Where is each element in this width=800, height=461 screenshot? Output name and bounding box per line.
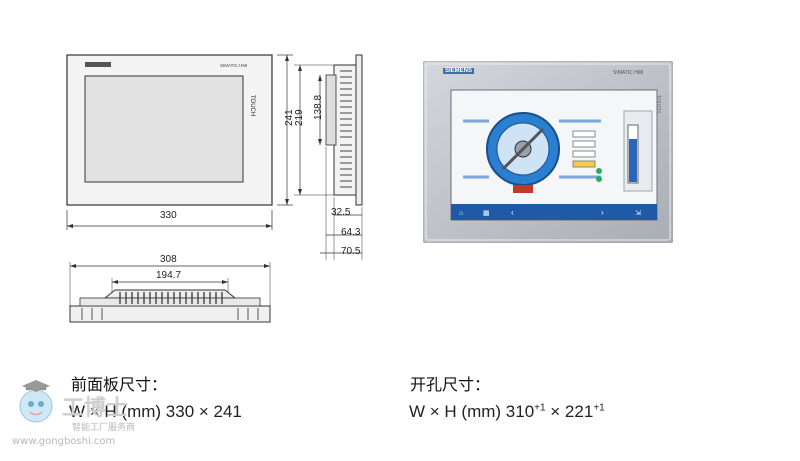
front-touch-label: TOUCH: [249, 95, 255, 116]
front-width-dimension: 330: [160, 210, 177, 221]
svg-text:▦: ▦: [483, 210, 490, 217]
watermark-subtitle: 智能工厂服务商: [72, 423, 136, 433]
front-brand-logo: [85, 62, 111, 67]
cutout-height-tolerance: +1: [593, 402, 605, 414]
photo-side-touch-label: TOUCH: [655, 95, 661, 113]
cutout-formula-times: × 221: [545, 402, 594, 421]
front-display-area: [84, 75, 244, 183]
hmi-product-photo: ⌂ ▦ ‹ › ⇲ SIEMENS SIMATIC HMI TOUCH: [422, 60, 674, 244]
watermark-logo: 工博士 智能工厂服务商 www.gongboshi.com: [12, 380, 152, 450]
cutout-formula-prefix: W × H (mm) 310: [409, 402, 535, 421]
side-height-219: 219: [294, 109, 305, 126]
watermark-mascot-icon: [19, 380, 53, 423]
bottom-view-drawing: [69, 262, 271, 323]
photo-brand-label: SIEMENS: [443, 68, 475, 74]
front-view-drawing: SIMATIC HMI TOUCH: [66, 54, 293, 230]
front-panel-size-title: 前面板尺寸：: [71, 375, 168, 394]
cutout-size-formula: W × H (mm) 310+1 × 221+1: [409, 402, 605, 422]
bottom-width-308: 308: [160, 254, 177, 265]
watermark-brand-cn: 工博士: [62, 395, 129, 421]
front-model-label: SIMATIC HMI: [220, 63, 247, 68]
cutout-size-title: 开孔尺寸：: [410, 375, 491, 394]
depth-64-3: 64.3: [341, 227, 361, 238]
svg-text:⌂: ⌂: [459, 210, 463, 217]
side-view-drawing: [294, 54, 363, 260]
svg-text:‹: ‹: [511, 208, 514, 217]
depth-32-5: 32.5: [331, 207, 351, 218]
bottom-inner-194-7: 194.7: [156, 270, 182, 281]
side-height-138: 138.8: [313, 94, 324, 120]
cutout-width-tolerance: +1: [534, 402, 546, 414]
svg-text:⇲: ⇲: [635, 209, 641, 217]
front-panel-size-formula: W × H (mm) 330 × 241: [69, 402, 242, 421]
depth-70-5: 70.5: [341, 246, 361, 257]
watermark-url: www.gongboshi.com: [12, 436, 116, 447]
photo-model-label: SIMATIC HMI: [613, 70, 644, 76]
svg-text:›: ›: [601, 208, 604, 217]
hmi-photo-graphic: ⌂ ▦ ‹ › ⇲: [422, 60, 674, 244]
